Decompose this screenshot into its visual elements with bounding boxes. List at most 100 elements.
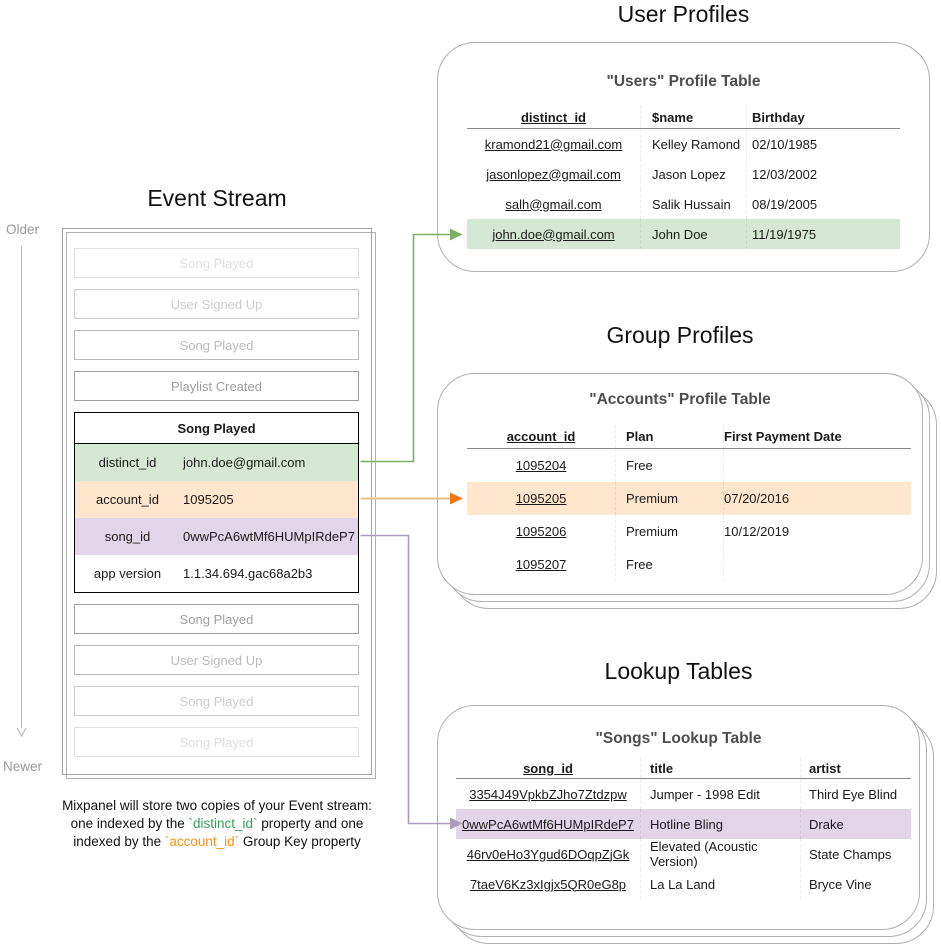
table-cell: Bryce Vine: [809, 876, 872, 892]
id-value: 1095206: [515, 524, 567, 539]
songs-table-title: "Songs" Lookup Table: [595, 730, 762, 747]
table-row: 0wwPcA6wtMf6HUMpIRdeP7 Hotline Bling Drake: [456, 809, 911, 839]
key-column-header: distinct_id: [520, 109, 586, 125]
table-cell: John Doe: [641, 219, 747, 249]
column-header: Plan: [616, 425, 724, 448]
table-cell: salh@gmail.com: [467, 189, 641, 219]
key-column-header: song_id: [523, 760, 573, 776]
id-value: 46rv0eHo3Ygud6DOqpZjGk: [466, 846, 630, 862]
table-cell: 08/19/2005: [752, 196, 818, 212]
table-cell: 1095207: [467, 548, 616, 581]
users-table: distinct_id $name Birthday kramond21@gmail.…: [467, 106, 900, 249]
caption-text: property and one: [257, 816, 364, 831]
column-header: $name: [641, 106, 747, 128]
table-cell: Kelley Ramond: [641, 129, 747, 159]
event-row: Song Played: [74, 686, 359, 716]
table-cell: 1095204: [467, 449, 616, 482]
table-cell: Hotline Bling: [641, 809, 801, 839]
key-column-header: account_id: [506, 429, 576, 444]
newer-label: Newer: [3, 759, 43, 774]
event-row: Song Played: [74, 248, 359, 278]
table-cell: La La Land: [641, 869, 801, 899]
event-row: Song Played: [74, 727, 359, 757]
column-header: song_id: [456, 758, 641, 778]
column-header: title: [641, 758, 801, 778]
account-id-code: `account_id`: [164, 834, 240, 849]
id-value: 1095205: [515, 491, 567, 506]
older-label: Older: [6, 222, 40, 237]
caption-text: indexed by the: [73, 834, 165, 849]
property-value: 1.1.34.694.gac68a2b3: [183, 566, 313, 581]
group-profiles-title: Group Profiles: [606, 322, 754, 348]
table-cell: Drake: [809, 816, 844, 832]
table-row: 1095207 Free: [467, 548, 911, 581]
table-row: 7taeV6Kz3xIgjx5QR0eG8p La La Land Bryce Vi…: [456, 869, 911, 899]
table-cell: 12/03/2002: [752, 166, 818, 182]
table-row: salh@gmail.com Salik Hussain 08/19/2005: [467, 189, 900, 219]
table-cell: 11/19/1975: [752, 226, 817, 242]
table-cell: Free: [616, 449, 724, 482]
column-header: First Payment Date: [724, 429, 842, 444]
lookup-tables-title: Lookup Tables: [604, 658, 753, 684]
table-row: 46rv0eHo3Ygud6DOqpZjGk Elevated (Acoustic…: [456, 839, 911, 869]
property-key: song_id: [104, 529, 151, 544]
table-cell: Free: [616, 548, 724, 581]
event-stream-title: Event Stream: [147, 185, 287, 211]
table-cell: 0wwPcA6wtMf6HUMpIRdeP7: [456, 809, 641, 839]
id-value: 1095207: [515, 557, 567, 572]
property-key: account_id: [96, 492, 159, 507]
column-header: artist: [809, 760, 841, 776]
id-value: kramond21@gmail.com: [484, 136, 623, 152]
header-divider: [467, 128, 900, 129]
table-cell: 10/12/2019: [724, 524, 790, 539]
user-profiles-title: User Profiles: [617, 1, 750, 27]
users-table-title: "Users" Profile Table: [606, 73, 761, 90]
table-cell: State Champs: [809, 846, 892, 862]
column-header: Birthday: [752, 109, 805, 125]
table-header-row: song_id title artist: [456, 758, 911, 778]
accounts-table-title: "Accounts" Profile Table: [589, 391, 771, 408]
table-row: 3354J49VpkbZJho7Ztdzpw Jumper - 1998 Edit…: [456, 779, 911, 809]
header-divider: [467, 448, 911, 449]
table-cell: Jumper - 1998 Edit: [641, 779, 801, 809]
users-profile-card: "Users" Profile Table distinct_id $name Bi…: [437, 42, 930, 272]
table-cell: Third Eye Blind: [809, 786, 898, 802]
table-cell: 1095206: [467, 515, 616, 548]
table-cell: 1095205: [467, 482, 616, 515]
event-row: User Signed Up: [74, 645, 359, 675]
table-cell: 7taeV6Kz3xIgjx5QR0eG8p: [456, 869, 641, 899]
songs-table: song_id title artist 3354J49VpkbZJho7Ztdzpw…: [456, 758, 911, 899]
songs-lookup-card: "Songs" Lookup Table song_id title artist 3…: [437, 705, 920, 930]
header-divider: [456, 778, 911, 779]
table-cell: Elevated (Acoustic Version): [641, 839, 801, 869]
id-value: 3354J49VpkbZJho7Ztdzpw: [469, 786, 627, 802]
table-cell: john.doe@gmail.com: [467, 219, 641, 249]
property-value: john.doe@gmail.com: [183, 455, 306, 470]
id-value: 7taeV6Kz3xIgjx5QR0eG8p: [469, 876, 627, 892]
event-row: Song Played: [74, 330, 359, 360]
event-row: Song Played: [74, 604, 359, 634]
table-cell: 02/10/1985: [752, 136, 818, 152]
distinct-id-code: `distinct_id`: [188, 816, 258, 831]
id-value: salh@gmail.com: [505, 196, 602, 212]
table-row: kramond21@gmail.com Kelley Ramond 02/10/19…: [467, 129, 900, 159]
id-value: john.doe@gmail.com: [492, 226, 615, 242]
id-value: jasonlopez@gmail.com: [486, 166, 621, 182]
table-cell: kramond21@gmail.com: [467, 129, 641, 159]
table-cell: Premium: [616, 482, 724, 515]
table-row: john.doe@gmail.com John Doe 11/19/1975: [467, 219, 900, 249]
event-row: User Signed Up: [74, 289, 359, 319]
id-value: 0wwPcA6wtMf6HUMpIRdeP7: [462, 816, 634, 832]
newer-arrowhead-icon: [16, 727, 27, 738]
column-header: distinct_id: [467, 106, 641, 128]
table-cell: Salik Hussain: [641, 189, 747, 219]
